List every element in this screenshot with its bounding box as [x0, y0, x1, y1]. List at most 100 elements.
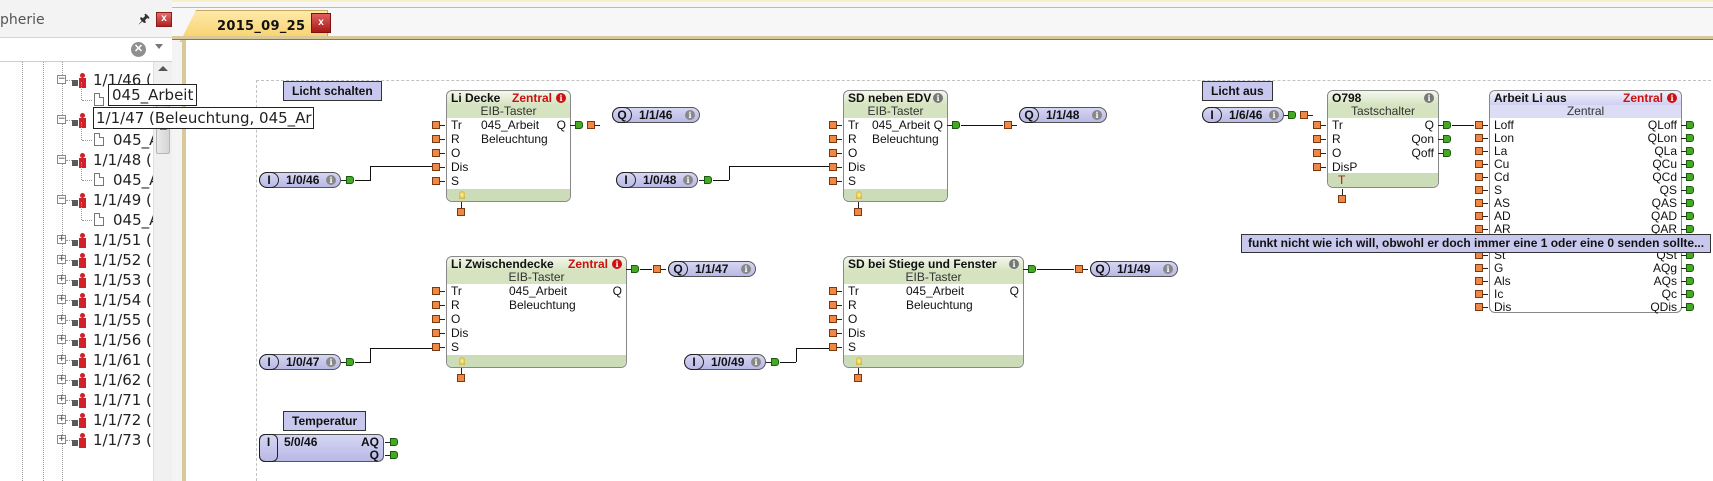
- collapse-icon[interactable]: −: [57, 154, 66, 164]
- input-port[interactable]: [829, 287, 842, 295]
- group-object-1-1-49[interactable]: Q 1/1/49 i: [1090, 261, 1178, 277]
- output-port[interactable]: [1283, 111, 1296, 119]
- input-port[interactable]: [1475, 186, 1488, 194]
- input-port[interactable]: [1475, 173, 1488, 181]
- input-port[interactable]: [829, 177, 842, 185]
- output-port[interactable]: [699, 176, 712, 184]
- panel-close-button[interactable]: x: [156, 12, 172, 27]
- info-icon[interactable]: i: [1269, 110, 1279, 120]
- info-icon[interactable]: i: [612, 259, 622, 269]
- input-port[interactable]: [432, 329, 445, 337]
- block-o798[interactable]: O798 i Tastschalter Tr R O DisP Q Qon Qo…: [1327, 90, 1439, 188]
- tree-item-device[interactable]: +1/1/56 (E: [0, 330, 153, 350]
- block-sd-bei-stiege[interactable]: SD bei Stiege und Fenster i EIB-Taster T…: [843, 256, 1024, 368]
- expand-icon[interactable]: +: [57, 314, 66, 324]
- expand-icon[interactable]: +: [57, 294, 66, 304]
- expand-icon[interactable]: +: [57, 394, 66, 404]
- bottom-port[interactable]: [457, 202, 465, 216]
- output-port[interactable]: [1681, 277, 1694, 285]
- info-icon[interactable]: i: [326, 175, 336, 185]
- expand-icon[interactable]: +: [57, 274, 66, 284]
- input-port[interactable]: [1475, 303, 1488, 311]
- info-icon[interactable]: i: [1009, 259, 1019, 269]
- output-port[interactable]: [947, 121, 960, 129]
- input-port[interactable]: [587, 121, 600, 129]
- info-icon[interactable]: i: [685, 110, 695, 120]
- tab-close-button[interactable]: x: [311, 13, 331, 33]
- input-port[interactable]: [1004, 121, 1017, 129]
- tree-item-device[interactable]: −1/1/49 (E: [0, 190, 153, 210]
- output-port[interactable]: [1681, 121, 1694, 129]
- tree-item-device[interactable]: +1/1/73 (E: [0, 430, 153, 450]
- output-port[interactable]: [570, 121, 583, 129]
- input-port[interactable]: [1475, 277, 1488, 285]
- block-li-zwischendecke[interactable]: Li Zwischendecke Zentral i EIB-Taster Tr…: [446, 256, 627, 368]
- bottom-port[interactable]: [854, 202, 862, 216]
- info-icon[interactable]: i: [1424, 93, 1434, 103]
- logic-canvas[interactable]: Licht schalten Licht aus Temperatur Li D…: [186, 40, 1713, 481]
- input-port[interactable]: [1475, 199, 1488, 207]
- input-port[interactable]: [432, 149, 445, 157]
- output-port[interactable]: [1681, 160, 1694, 168]
- info-icon[interactable]: i: [556, 93, 566, 103]
- group-object-1-0-48[interactable]: I 1/0/48 i: [616, 172, 698, 188]
- input-port[interactable]: [1475, 121, 1488, 129]
- tree-item-device[interactable]: +1/1/53 (E: [0, 270, 153, 290]
- output-port[interactable]: [1681, 290, 1694, 298]
- input-port[interactable]: [829, 121, 842, 129]
- tree-item-device[interactable]: +1/1/54 (E: [0, 290, 153, 310]
- expand-icon[interactable]: +: [57, 434, 66, 444]
- group-object-1-6-46[interactable]: I 1/6/46 i: [1202, 107, 1284, 123]
- scroll-up-icon[interactable]: [158, 66, 168, 71]
- bottom-port[interactable]: [854, 368, 862, 382]
- output-port[interactable]: [1681, 147, 1694, 155]
- input-port[interactable]: [829, 315, 842, 323]
- expand-icon[interactable]: +: [57, 334, 66, 344]
- output-port[interactable]: [1681, 264, 1694, 272]
- input-port[interactable]: [432, 315, 445, 323]
- output-port[interactable]: [341, 358, 354, 366]
- group-object-1-0-46[interactable]: I 1/0/46 i: [259, 172, 341, 188]
- output-port[interactable]: [341, 176, 354, 184]
- info-icon[interactable]: i: [741, 264, 751, 274]
- output-port[interactable]: [1681, 173, 1694, 181]
- tree-item-device[interactable]: +1/1/55 (E: [0, 310, 153, 330]
- input-port[interactable]: [1475, 147, 1488, 155]
- input-port[interactable]: [1300, 111, 1313, 119]
- input-port[interactable]: [1075, 265, 1088, 273]
- info-icon[interactable]: i: [326, 357, 336, 367]
- label-licht-aus[interactable]: Licht aus: [1202, 81, 1273, 101]
- chevron-down-icon[interactable]: [155, 44, 163, 49]
- output-port[interactable]: [1681, 303, 1694, 311]
- input-port[interactable]: [1475, 264, 1488, 272]
- expand-icon[interactable]: +: [57, 414, 66, 424]
- tree-item-device[interactable]: +1/1/72 (E: [0, 410, 153, 430]
- expand-icon[interactable]: +: [57, 234, 66, 244]
- label-licht-schalten[interactable]: Licht schalten: [283, 81, 382, 101]
- input-port[interactable]: [829, 343, 842, 351]
- group-object-1-0-49[interactable]: I 1/0/49 i: [684, 354, 766, 370]
- input-port[interactable]: [829, 163, 842, 171]
- expand-icon[interactable]: +: [57, 254, 66, 264]
- input-port[interactable]: [1475, 290, 1488, 298]
- input-port[interactable]: [653, 265, 666, 273]
- output-port[interactable]: [1681, 212, 1694, 220]
- input-port[interactable]: [432, 121, 445, 129]
- info-icon[interactable]: i: [1092, 110, 1102, 120]
- output-port[interactable]: [385, 438, 398, 446]
- input-port[interactable]: [1313, 121, 1326, 129]
- input-port[interactable]: [1475, 225, 1488, 233]
- info-icon[interactable]: i: [933, 93, 943, 103]
- input-port[interactable]: [829, 135, 842, 143]
- group-object-1-1-47[interactable]: Q 1/1/47 i: [668, 261, 756, 277]
- info-icon[interactable]: i: [1667, 93, 1677, 103]
- group-object-1-0-47[interactable]: I 1/0/47 i: [259, 354, 341, 370]
- output-port[interactable]: [626, 265, 639, 273]
- tree-item-object[interactable]: 045_A: [0, 202, 153, 230]
- output-port[interactable]: [1681, 199, 1694, 207]
- bottom-port[interactable]: [457, 368, 465, 382]
- collapse-icon[interactable]: −: [57, 74, 66, 84]
- info-icon[interactable]: i: [1163, 264, 1173, 274]
- input-port[interactable]: [1313, 135, 1326, 143]
- tree-item-device[interactable]: +1/1/62 (E: [0, 370, 153, 390]
